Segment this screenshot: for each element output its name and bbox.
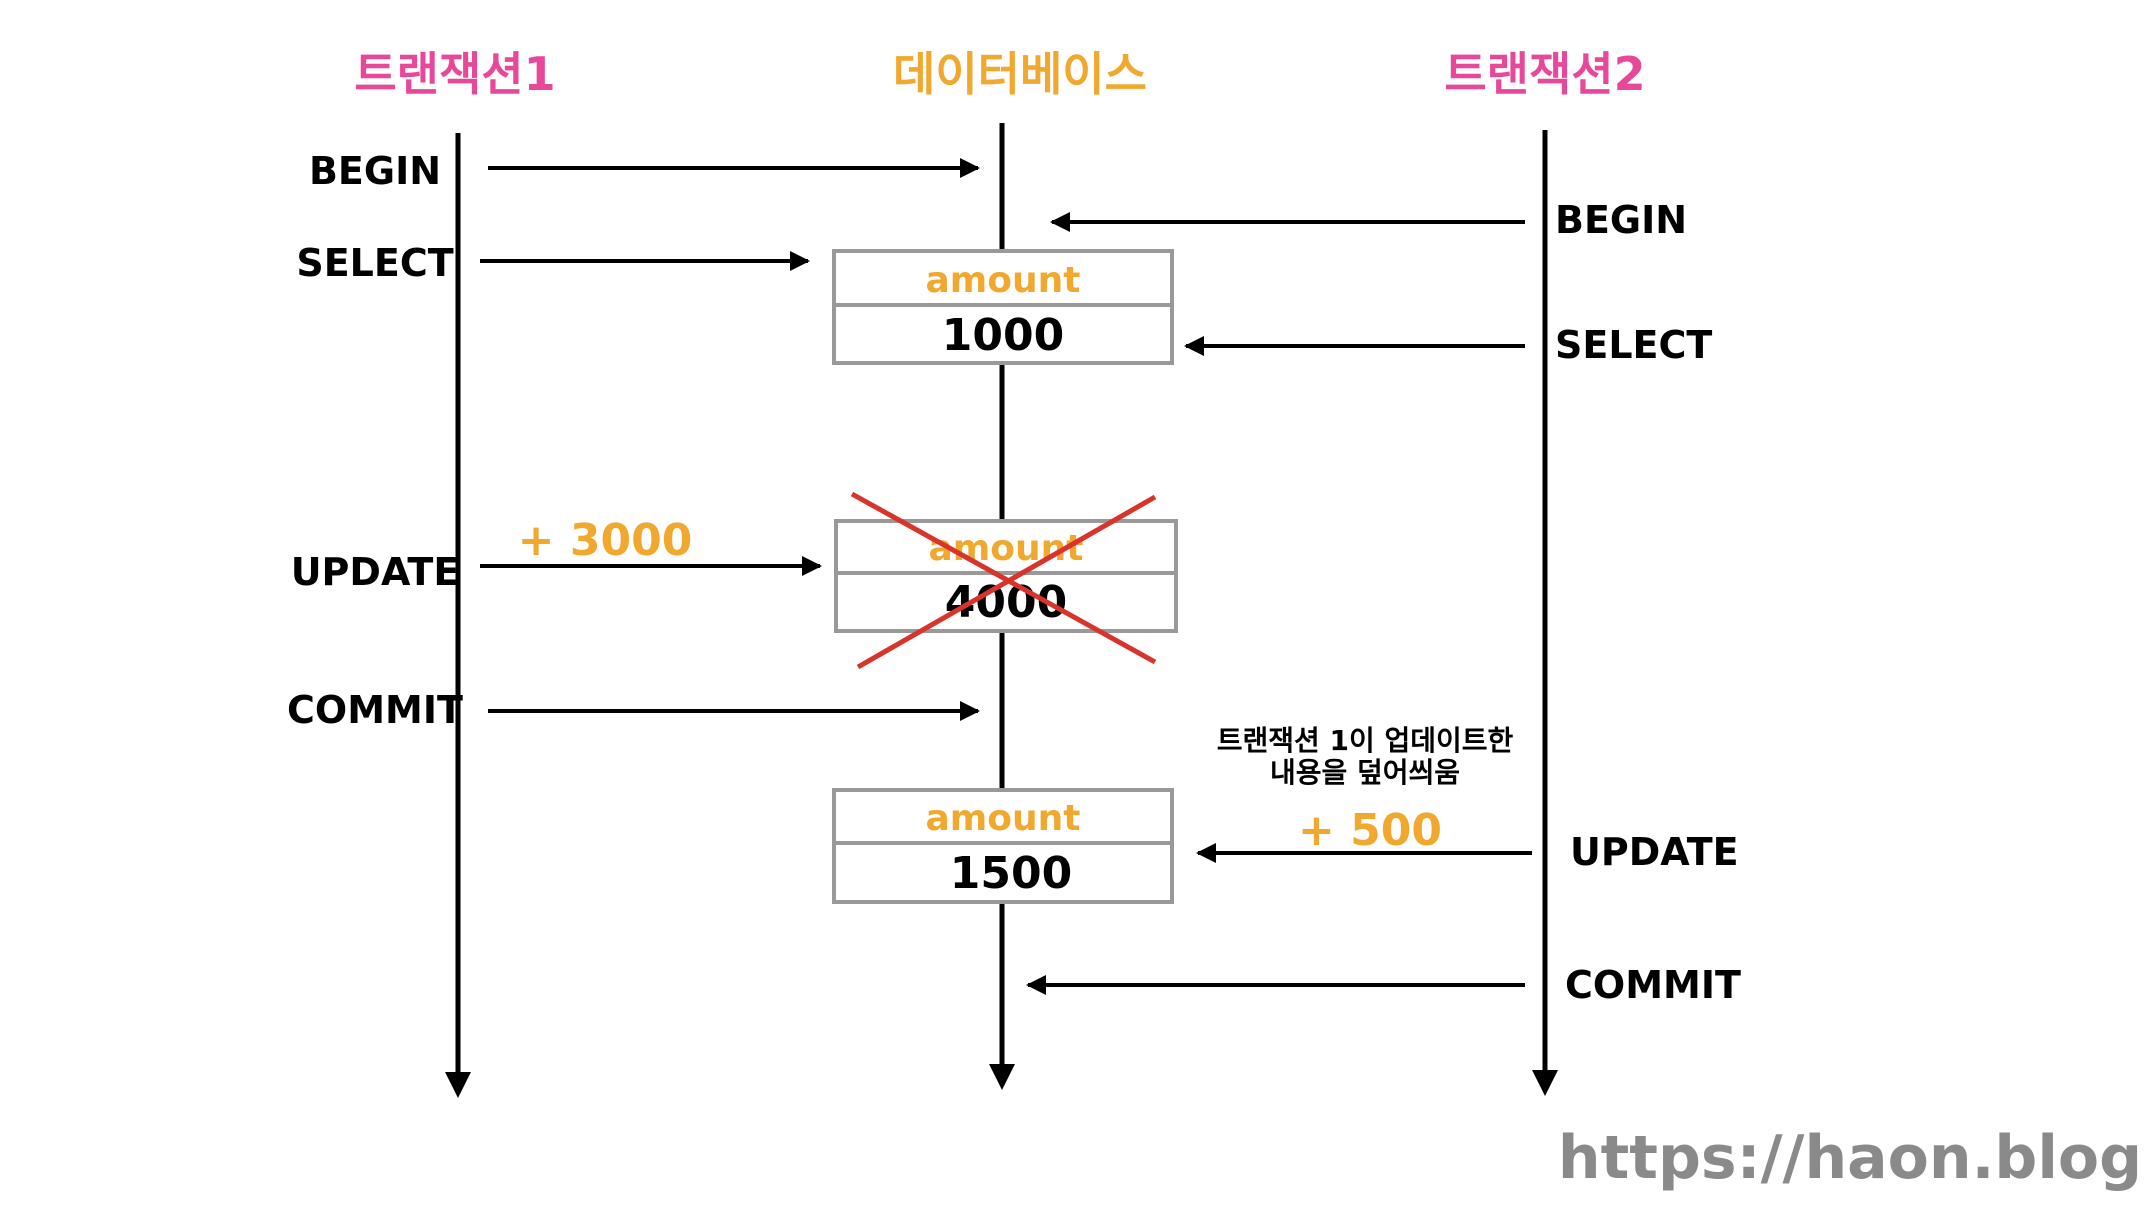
watermark: https://haon.blog — [1558, 1123, 2142, 1193]
record-box-1000: amount 1000 — [832, 249, 1174, 365]
tx1-begin-label: BEGIN — [309, 149, 441, 193]
tx1-commit-label: COMMIT — [287, 688, 463, 732]
tx2-begin-label: BEGIN — [1555, 198, 1687, 242]
record-field-label: amount — [925, 798, 1080, 839]
transaction2-header: 트랜잭션2 — [1444, 47, 1645, 101]
record-value: 1500 — [950, 848, 1072, 899]
overwrite-note-line1: 트랜잭션 1이 업데이트한 — [1217, 724, 1514, 757]
record-box-4000: amount 4000 — [834, 519, 1178, 633]
record-box-1500: amount 1500 — [832, 788, 1174, 904]
tx2-update-label: UPDATE — [1570, 830, 1739, 874]
overwrite-note: 트랜잭션 1이 업데이트한 내용을 덮어씌움 — [1217, 724, 1514, 789]
tx1-select-label: SELECT — [296, 241, 453, 285]
tx2-select-label: SELECT — [1555, 323, 1712, 367]
transaction2-lifeline — [1532, 130, 1558, 1096]
arrowhead-icon — [445, 1072, 471, 1098]
tx2-update-delta: + 500 — [1298, 805, 1442, 856]
arrowhead-icon — [1532, 1070, 1558, 1096]
tx2-commit-label: COMMIT — [1565, 963, 1741, 1007]
arrowhead-icon — [989, 1064, 1015, 1090]
overwrite-note-line2: 내용을 덮어씌움 — [1270, 756, 1460, 789]
record-field-label: amount — [925, 260, 1080, 301]
record-value: 1000 — [942, 310, 1064, 361]
cross-out-icon — [850, 491, 1157, 670]
tx1-update-label: UPDATE — [291, 550, 460, 594]
database-header: 데이터베이스 — [893, 47, 1147, 101]
transaction1-lifeline — [445, 133, 471, 1098]
tx1-update-delta: + 3000 — [518, 515, 693, 566]
transaction1-header: 트랜잭션1 — [354, 47, 555, 101]
